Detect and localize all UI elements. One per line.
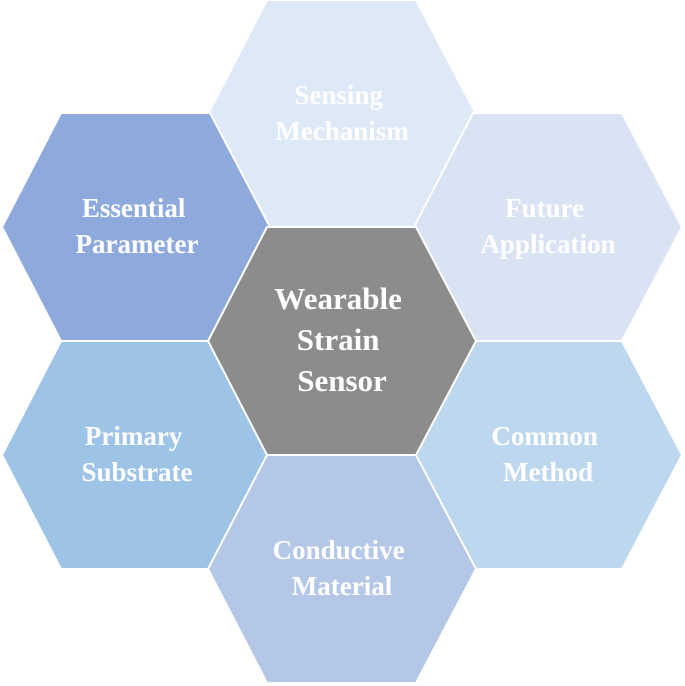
svg-text:Conductive Material: Conductive Material (273, 535, 412, 601)
svg-text:Sensing Mechanism: Sensing Mechanism (275, 80, 409, 146)
hex-future-application: Future Application (412, 112, 684, 342)
hex-center-wearable-strain-sensor: Wearable Strain Sensor (206, 226, 478, 456)
hex-primary-substrate-line-1: Primary (85, 421, 183, 451)
svg-text:Future Application: Future Application (480, 193, 615, 259)
hex-common-method-line-2: Method (503, 457, 593, 487)
hex-common-method-line-1: Common (491, 421, 598, 451)
hex-center-line-3: Sensor (297, 363, 387, 398)
hex-essential-parameter: Essential Parameter (0, 112, 272, 342)
svg-text:Primary Substrate: Primary Substrate (81, 421, 192, 487)
svg-text:Essential Parameter: Essential Parameter (76, 193, 199, 259)
hex-essential-parameter-line-2: Parameter (76, 229, 199, 259)
hex-center-shape (206, 226, 478, 456)
hex-center-line-1: Wearable (274, 281, 401, 316)
hex-future-application-line-2: Application (480, 229, 615, 259)
hex-future-application-line-1: Future (505, 193, 584, 223)
svg-text:Common Method: Common Method (491, 421, 604, 487)
hex-conductive-material-line-1: Conductive (273, 535, 405, 565)
hex-essential-parameter-line-1: Essential (82, 193, 186, 223)
hex-conductive-material-line-2: Material (292, 571, 393, 601)
hex-sensing-mechanism-line-2: Mechanism (275, 116, 409, 146)
hex-common-method: Common Method (412, 340, 684, 570)
hex-primary-substrate-line-2: Substrate (81, 457, 192, 487)
hex-sensing-mechanism-line-1: Sensing (294, 80, 383, 110)
hex-primary-substrate: Primary Substrate (0, 340, 272, 570)
hex-center-line-2: Strain (297, 322, 380, 357)
svg-text:Wearable Strain Se: Wearable Strain Sensor (274, 281, 409, 398)
